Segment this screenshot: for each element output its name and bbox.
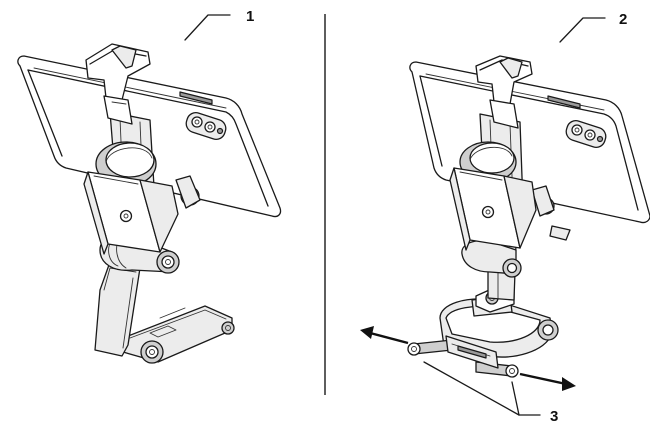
support-column	[461, 239, 522, 301]
swivel-mount	[449, 141, 537, 251]
callout-2: 2	[559, 11, 627, 43]
swivel-mount	[83, 141, 179, 255]
extension-arrow-left	[360, 326, 409, 345]
callout-3: 3	[423, 361, 558, 425]
callout-1: 1	[184, 8, 254, 41]
phone-holder-extended-view	[360, 55, 650, 391]
side-arm-left	[407, 339, 453, 356]
camera-module	[565, 119, 607, 149]
callout-1-label: 1	[246, 8, 254, 25]
folding-base-foot	[122, 305, 235, 363]
side-arm-right	[475, 361, 519, 378]
camera-module	[185, 111, 227, 141]
phone-holder-folded-view	[17, 43, 282, 364]
folding-leg	[94, 261, 164, 364]
callout-2-label: 2	[619, 11, 627, 28]
extension-arrow-right	[519, 372, 576, 391]
extendable-base	[407, 285, 559, 378]
callout-3-label: 3	[550, 408, 558, 425]
